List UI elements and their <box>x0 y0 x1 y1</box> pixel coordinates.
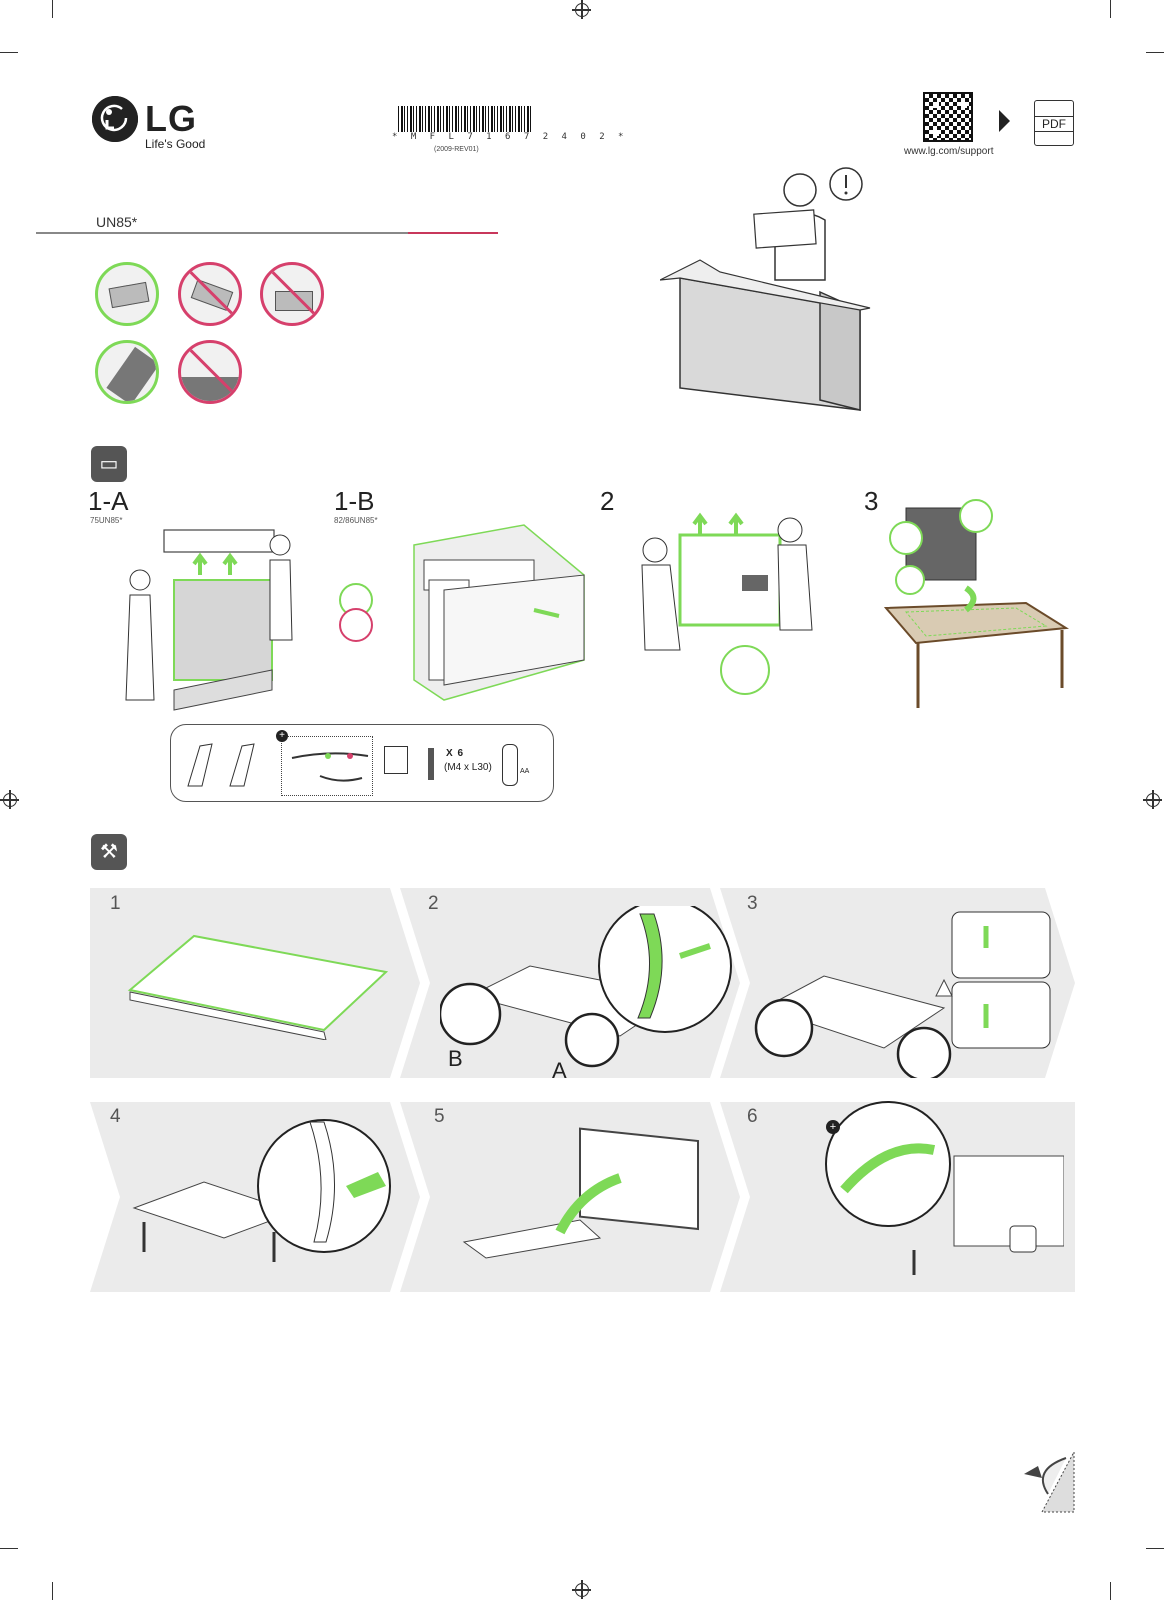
divider <box>36 232 408 234</box>
grip-correct-icon <box>95 340 159 404</box>
barcode <box>398 106 532 132</box>
lock-stands-illustration <box>754 911 1051 1078</box>
handling-wrong-icon <box>260 262 324 326</box>
stand-label-b: B <box>448 1046 463 1071</box>
assembly-step-number: 2 <box>428 893 439 914</box>
step-label: 1-B <box>334 486 375 516</box>
support-link[interactable]: www.lg.com/support <box>904 146 994 157</box>
stand-legs-icon <box>187 743 255 787</box>
crop-mark <box>0 52 18 53</box>
handling-correct-icon <box>95 262 159 326</box>
screw-count: X 6 <box>446 748 465 759</box>
assembly-step-number: 5 <box>434 1106 445 1127</box>
assembly-step-number: 1 <box>110 893 121 914</box>
registration-mark-icon <box>572 0 591 19</box>
pdf-label: PDF <box>1034 116 1074 132</box>
remote-control-icon <box>502 744 518 786</box>
brand-tagline: Life's Good <box>145 137 206 151</box>
registration-mark-icon <box>1143 790 1162 809</box>
optional-cables-group <box>281 736 373 796</box>
handling-wrong-icon <box>178 262 242 326</box>
brand-name: LG <box>145 98 197 139</box>
step-sublabel: 82/86UN85* <box>334 516 378 525</box>
lift-tv-illustration <box>641 512 813 695</box>
accessories-box <box>170 724 554 802</box>
crop-mark <box>1146 52 1164 53</box>
registration-mark-icon <box>572 1580 591 1599</box>
cable-management-illustration <box>825 1101 1064 1275</box>
step-label: 1-A <box>88 486 129 516</box>
pdf-document-icon[interactable] <box>1034 100 1074 146</box>
crop-mark <box>1110 0 1111 18</box>
step-label: 3 <box>864 486 879 516</box>
tv-face-down-illustration <box>127 934 389 1040</box>
barcode-revision: (2009-REV01) <box>434 146 479 153</box>
assembly-step-number: 3 <box>747 893 758 914</box>
stand-tv-upright-illustration <box>462 1127 699 1259</box>
assembly-step-number: 6 <box>747 1106 758 1127</box>
arrow-right-icon <box>999 110 1010 132</box>
step-label: 2 <box>600 486 615 516</box>
crop-mark <box>52 0 53 18</box>
crop-mark <box>1110 1582 1111 1600</box>
crop-mark <box>1146 1548 1164 1549</box>
stand-label-a: A <box>552 1058 567 1083</box>
unpack-1b-illustration <box>339 524 585 701</box>
step-sublabel: 75UN85* <box>90 516 123 525</box>
plus-icon: + <box>276 730 288 742</box>
cable-icon <box>291 752 369 782</box>
divider-accent <box>408 232 498 234</box>
screw-icon <box>428 748 434 780</box>
screw-size: (M4 x L30) <box>444 762 492 773</box>
unboxing-illustration <box>660 167 871 411</box>
barcode-number: * M F L 7 1 6 7 2 4 0 2 * <box>392 132 628 142</box>
screw-stands-illustration <box>132 1119 391 1262</box>
manual-icon <box>384 746 408 774</box>
page-turn-icon <box>1024 1451 1075 1513</box>
crop-mark <box>52 1582 53 1600</box>
grip-wrong-icon <box>178 340 242 404</box>
qr-code-icon[interactable] <box>923 92 973 142</box>
model-name: UN85* <box>96 214 138 230</box>
unpack-1a-illustration <box>125 529 293 711</box>
screwdriver-section-icon: ⚒ <box>91 834 127 870</box>
registration-mark-icon <box>0 790 19 809</box>
box-section-icon: ▭ <box>91 446 127 482</box>
battery-label: AA <box>520 768 530 775</box>
plus-icon: + <box>826 1120 840 1134</box>
lg-logo-icon <box>92 96 138 142</box>
attach-stands-illustration <box>440 906 732 1068</box>
crop-mark <box>0 1548 18 1549</box>
assembly-step-number: 4 <box>110 1106 121 1127</box>
place-on-table-illustration <box>883 499 1070 708</box>
